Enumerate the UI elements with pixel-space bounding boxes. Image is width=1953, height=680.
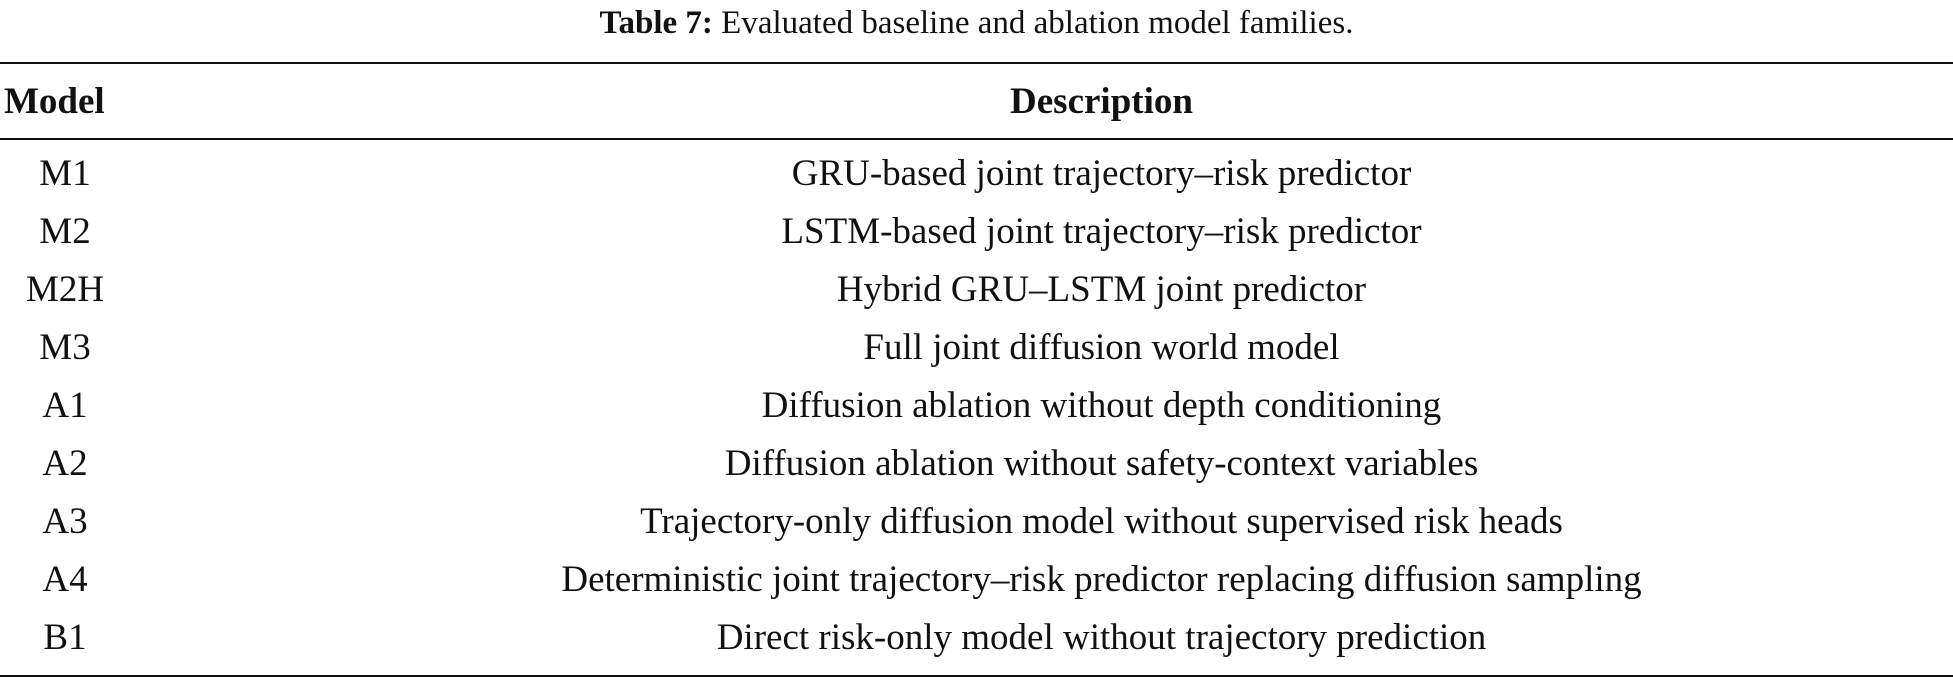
table-row: A4 Deterministic joint trajectory–risk p…	[0, 550, 1953, 608]
cell-model: A1	[42, 384, 88, 426]
cell-description: Diffusion ablation without safety-contex…	[724, 442, 1479, 484]
model-families-table: Model Description M1 GRU-based joint tra…	[0, 64, 1953, 666]
cell-description: GRU-based joint trajectory–risk predicto…	[791, 152, 1412, 194]
caption-label: Table 7:	[599, 5, 713, 41]
cell-description: Deterministic joint trajectory–risk pred…	[561, 558, 1642, 600]
cell-description: LSTM-based joint trajectory–risk predict…	[781, 210, 1422, 252]
header-description: Description	[1010, 80, 1193, 122]
cell-model: M2H	[25, 268, 105, 310]
cell-description: Diffusion ablation without depth conditi…	[761, 384, 1442, 426]
top-rule	[0, 62, 1953, 64]
header-rule	[0, 138, 1953, 140]
table-row: M2H Hybrid GRU–LSTM joint predictor	[0, 260, 1953, 318]
cell-model: A4	[42, 558, 88, 600]
table-row: A1 Diffusion ablation without depth cond…	[0, 376, 1953, 434]
table-row: M3 Full joint diffusion world model	[0, 318, 1953, 376]
cell-model: B1	[43, 616, 87, 658]
cell-model: M3	[39, 326, 91, 368]
cell-model: A2	[42, 442, 88, 484]
cell-model: M2	[39, 210, 91, 252]
table-caption: Table 7: Evaluated baseline and ablation…	[0, 0, 1953, 46]
table-row: A3 Trajectory-only diffusion model witho…	[0, 492, 1953, 550]
table-row: M2 LSTM-based joint trajectory–risk pred…	[0, 202, 1953, 260]
table-row: A2 Diffusion ablation without safety-con…	[0, 434, 1953, 492]
bottom-rule	[0, 675, 1953, 677]
table-row: B1 Direct risk-only model without trajec…	[0, 608, 1953, 666]
cell-description: Trajectory-only diffusion model without …	[640, 500, 1563, 542]
cell-description: Hybrid GRU–LSTM joint predictor	[836, 268, 1367, 310]
header-row: Model Description	[0, 64, 1953, 138]
caption-text: Evaluated baseline and ablation model fa…	[721, 5, 1354, 41]
cell-description: Full joint diffusion world model	[863, 326, 1340, 368]
cell-description: Direct risk-only model without trajector…	[716, 616, 1487, 658]
cell-model: A3	[42, 500, 88, 542]
header-model: Model	[4, 80, 105, 122]
table-row: M1 GRU-based joint trajectory–risk predi…	[0, 138, 1953, 202]
cell-model: M1	[39, 152, 91, 194]
